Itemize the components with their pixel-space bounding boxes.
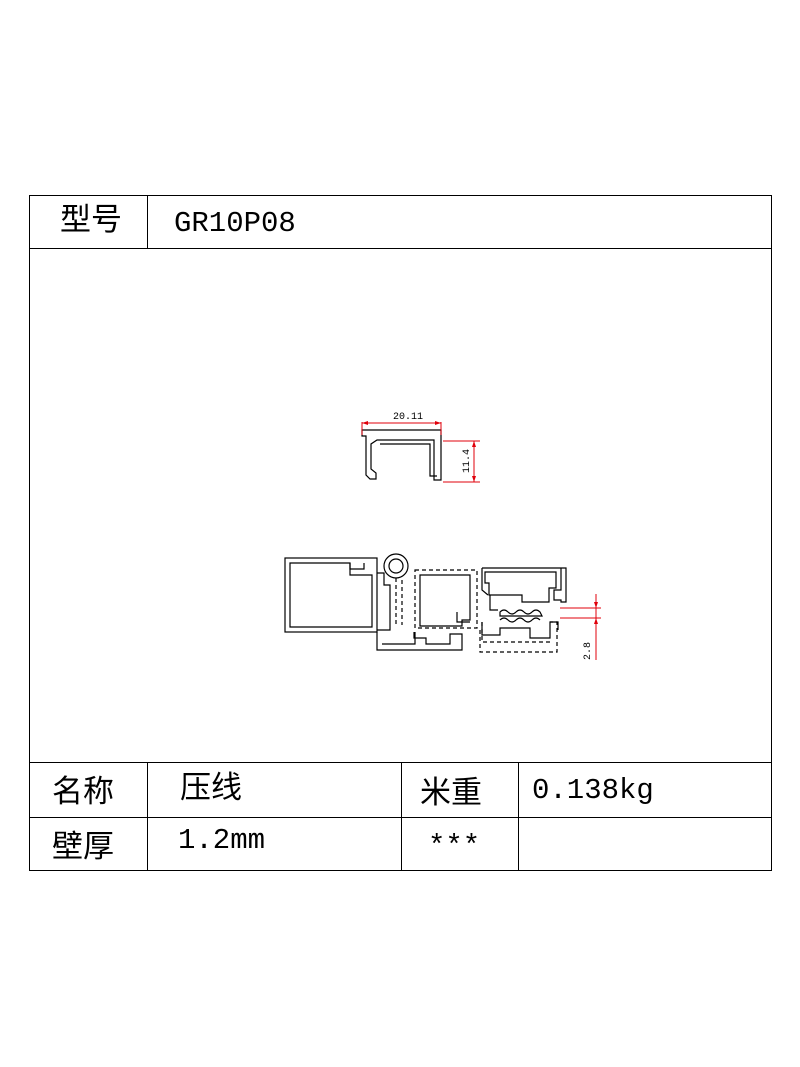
center-inner-hook [456,612,470,623]
upper-dimensions: 20.11 11.4 [361,412,480,483]
left-frame-outer [284,557,378,633]
right-chamber-edge [482,567,567,603]
spec-sheet: 型号 GR10P08 20.11 11.4 [29,195,772,871]
gap-label: 2.8 [583,642,594,660]
center-dashed-frame [414,569,478,629]
gap-arrow-top [594,602,598,608]
right-dashed-inner [481,622,552,643]
name-label: 名称 [52,774,114,810]
model-value: GR10P08 [174,207,296,240]
left-frame-notch [349,563,365,570]
spec-row-divider [30,817,771,818]
extra-value: *** [428,830,481,863]
dim-width-label: 20.11 [393,412,423,423]
weight-label: 米重 [420,775,482,811]
center-body-left [377,572,391,631]
seal-gasket [499,609,543,617]
dim-arrow-right [435,421,441,425]
header-divider [30,248,771,249]
gap-dimension: 2.8 [560,594,601,660]
profile-drawing: 20.11 11.4 [30,250,771,764]
upper-profile-inner [380,443,437,477]
upper-profile-outline [361,429,442,481]
spec-column-divider-2 [401,762,402,870]
dim-arrow-top [472,441,476,447]
center-body-bottom [376,632,463,651]
right-chamber-foot [489,595,498,611]
name-value: 压线 [180,770,242,806]
spec-column-divider-3 [518,762,519,870]
gap-arrow-bottom [594,618,598,624]
thickness-label: 壁厚 [52,829,114,865]
seal-gasket-lower [499,617,541,623]
header-column-divider [147,196,148,248]
right-chamber-left [481,568,489,596]
profile-drawing-svg: 20.11 11.4 [284,412,601,660]
dim-arrow-bottom [472,476,476,482]
upper-profile [361,429,442,481]
round-bead-inner [388,558,404,574]
drawing-bottom-divider [30,762,771,763]
center-inner-box [419,574,471,627]
left-frame-inner [289,562,373,628]
lower-assembly [284,553,567,653]
dim-arrow-left [362,421,368,425]
right-lower-clip [481,621,559,639]
center-body-bottom-inner [382,632,416,645]
spec-column-divider-1 [147,762,148,870]
dim-height-label: 11.4 [462,449,473,473]
model-label: 型号 [60,202,122,238]
thickness-value: 1.2mm [178,824,266,857]
right-chamber-inner [484,571,557,603]
round-bead-outer [383,553,409,579]
weight-value: 0.138kg [532,774,654,807]
right-dashed-lower [479,621,558,653]
